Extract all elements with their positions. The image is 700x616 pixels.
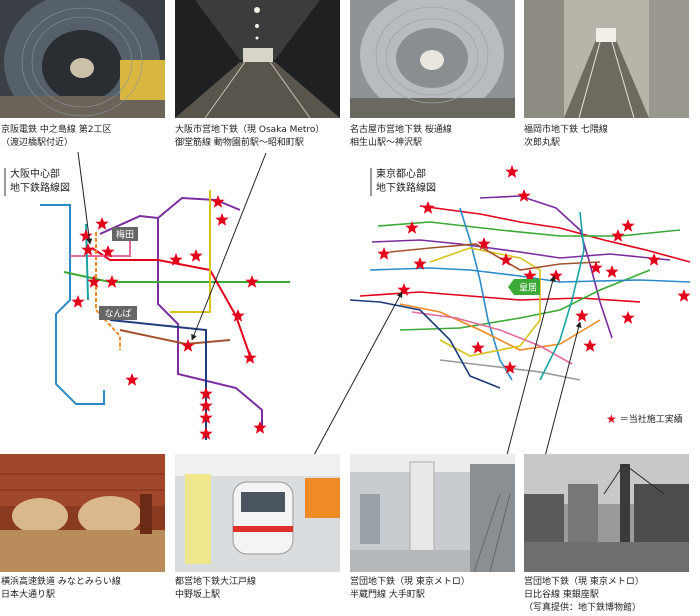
caption-hanzomon-otemachi: 営団地下鉄（現 東京メトロ） 半蔵門線 大手町駅 — [350, 576, 470, 602]
photo-nagoya-sakuradori — [350, 0, 515, 118]
tunnel-photo-image — [524, 0, 689, 118]
caption-nagoya-sakuradori: 名古屋市営地下鉄 桜通線 相生山駅～神沢駅 — [350, 124, 452, 150]
caption-line: 相生山駅～神沢駅 — [350, 138, 423, 148]
photo-osaka-midosuji — [175, 0, 340, 118]
arrow-hanzomon — [503, 275, 556, 467]
photo-minatomirai — [0, 454, 165, 572]
caption-line: （渡辺橋駅付近） — [1, 138, 74, 148]
tokyo-line-red-2 — [359, 291, 641, 303]
caption-line: 半蔵門線 大手町駅 — [350, 590, 425, 600]
caption-line: 名古屋市営地下鉄 桜通線 — [350, 125, 452, 135]
tokyo-map-title: 東京都心部 地下鉄路線図 — [370, 168, 436, 196]
photo-hanzomon-otemachi — [350, 454, 515, 572]
station-photo-image — [175, 454, 340, 572]
tokyo-line-blue — [369, 267, 691, 283]
osaka-line-red — [91, 247, 251, 357]
osaka-station-labels: 梅田 なんば — [99, 227, 138, 320]
caption-hibiya-higashiginza: 営団地下鉄（現 東京メトロ） 日比谷線 東銀座駅 （写真提供：地下鉄博物館） — [524, 576, 644, 615]
caption-line: 御堂筋線 動物園前駅～昭和町駅 — [175, 138, 304, 148]
tunnel-photo-image — [175, 0, 340, 118]
map-title-line: 東京都心部 — [376, 169, 426, 180]
caption-line: 日本大通り駅 — [1, 590, 56, 600]
arrow-oedo — [313, 291, 403, 456]
arrow-hibiya — [541, 321, 582, 469]
caption-line: 営団地下鉄（現 東京メトロ） — [350, 577, 470, 587]
star-icon: ★ — [606, 411, 617, 426]
tokyo-line-navy — [349, 299, 501, 389]
kokyo-label: 皇居 — [519, 282, 537, 294]
photo-oedo-nakanosakaue — [175, 454, 340, 572]
map-title-line: 大阪中心部 — [10, 169, 60, 180]
caption-line: 福岡市地下鉄 七隈線 — [524, 125, 608, 135]
tokyo-line-red — [419, 205, 691, 263]
caption-line: 次郎丸駅 — [524, 138, 561, 148]
station-photo-image — [524, 454, 689, 572]
connector-arrows — [77, 151, 582, 469]
map-title-line: 地下鉄路線図 — [10, 183, 70, 194]
legend: ★ ＝当社施工実績 — [606, 411, 683, 426]
osaka-route-lines — [40, 190, 290, 440]
osaka-line-yellow — [170, 190, 211, 313]
caption-oedo-nakanosakaue: 都営地下鉄大江戸線 中野坂上駅 — [175, 576, 256, 602]
caption-line: 大阪市営地下鉄（現 Osaka Metro） — [175, 125, 325, 135]
osaka-line-purple — [99, 214, 263, 428]
caption-minatomirai: 横浜高速鉄道 みなとみらい線 日本大通り駅 — [1, 576, 121, 602]
osaka-map-title: 大阪中心部 地下鉄路線図 — [4, 168, 70, 196]
tokyo-line-green — [377, 221, 681, 237]
tokyo-line-teal — [539, 211, 585, 381]
photo-hibiya-higashiginza — [524, 454, 689, 572]
station-photo-image — [0, 454, 165, 572]
tokyo-star-markers — [377, 165, 691, 374]
map-title-line: 地下鉄路線図 — [376, 183, 436, 194]
tokyo-line-pink — [411, 311, 573, 365]
tunnel-photo-image — [0, 0, 165, 118]
umeda-label-box — [112, 227, 138, 241]
caption-line: 日比谷線 東銀座駅 — [524, 590, 599, 600]
namba-label: なんば — [104, 309, 131, 320]
caption-line: 都営地下鉄大江戸線 — [175, 577, 257, 587]
tokyo-line-gray — [439, 359, 581, 381]
tunnel-photo-image — [350, 0, 515, 118]
caption-line: 京阪電鉄 中之島線 第2工区 — [1, 125, 112, 135]
namba-label-box — [99, 306, 137, 320]
tokyo-line-orange — [399, 303, 601, 351]
osaka-line-purple-north — [157, 196, 241, 219]
photo-keihan-nakanoshima — [0, 0, 165, 118]
caption-fukuoka-nanakuma: 福岡市地下鉄 七隈線 次郎丸駅 — [524, 124, 608, 150]
caption-line: 横浜高速鉄道 みなとみらい線 — [1, 577, 121, 587]
arrow-midosuji — [191, 152, 267, 341]
osaka-line-orange — [95, 232, 121, 350]
tokyo-line-brown — [389, 243, 601, 271]
arrow-keihan — [77, 151, 93, 245]
photo-fukuoka-nanakuma — [524, 0, 689, 118]
caption-line: 中野坂上駅 — [175, 590, 221, 600]
tokyo-line-purple — [371, 239, 671, 261]
caption-osaka-midosuji: 大阪市営地下鉄（現 Osaka Metro） 御堂筋線 動物園前駅～昭和町駅 — [175, 124, 324, 150]
caption-line: 営団地下鉄（現 東京メトロ） — [524, 577, 644, 587]
legend-text: ＝当社施工実績 — [619, 415, 683, 425]
station-photo-image — [350, 454, 515, 572]
umeda-label: 梅田 — [116, 229, 134, 241]
tokyo-line-blue-2 — [459, 207, 513, 381]
osaka-line-blue — [40, 204, 105, 405]
caption-line: （写真提供：地下鉄博物館） — [524, 603, 642, 613]
osaka-line-brown — [119, 329, 231, 346]
kokyo-marker: 皇居 — [508, 279, 540, 295]
caption-keihan-nakanoshima: 京阪電鉄 中之島線 第2工区 （渡辺橋駅付近） — [1, 124, 111, 150]
